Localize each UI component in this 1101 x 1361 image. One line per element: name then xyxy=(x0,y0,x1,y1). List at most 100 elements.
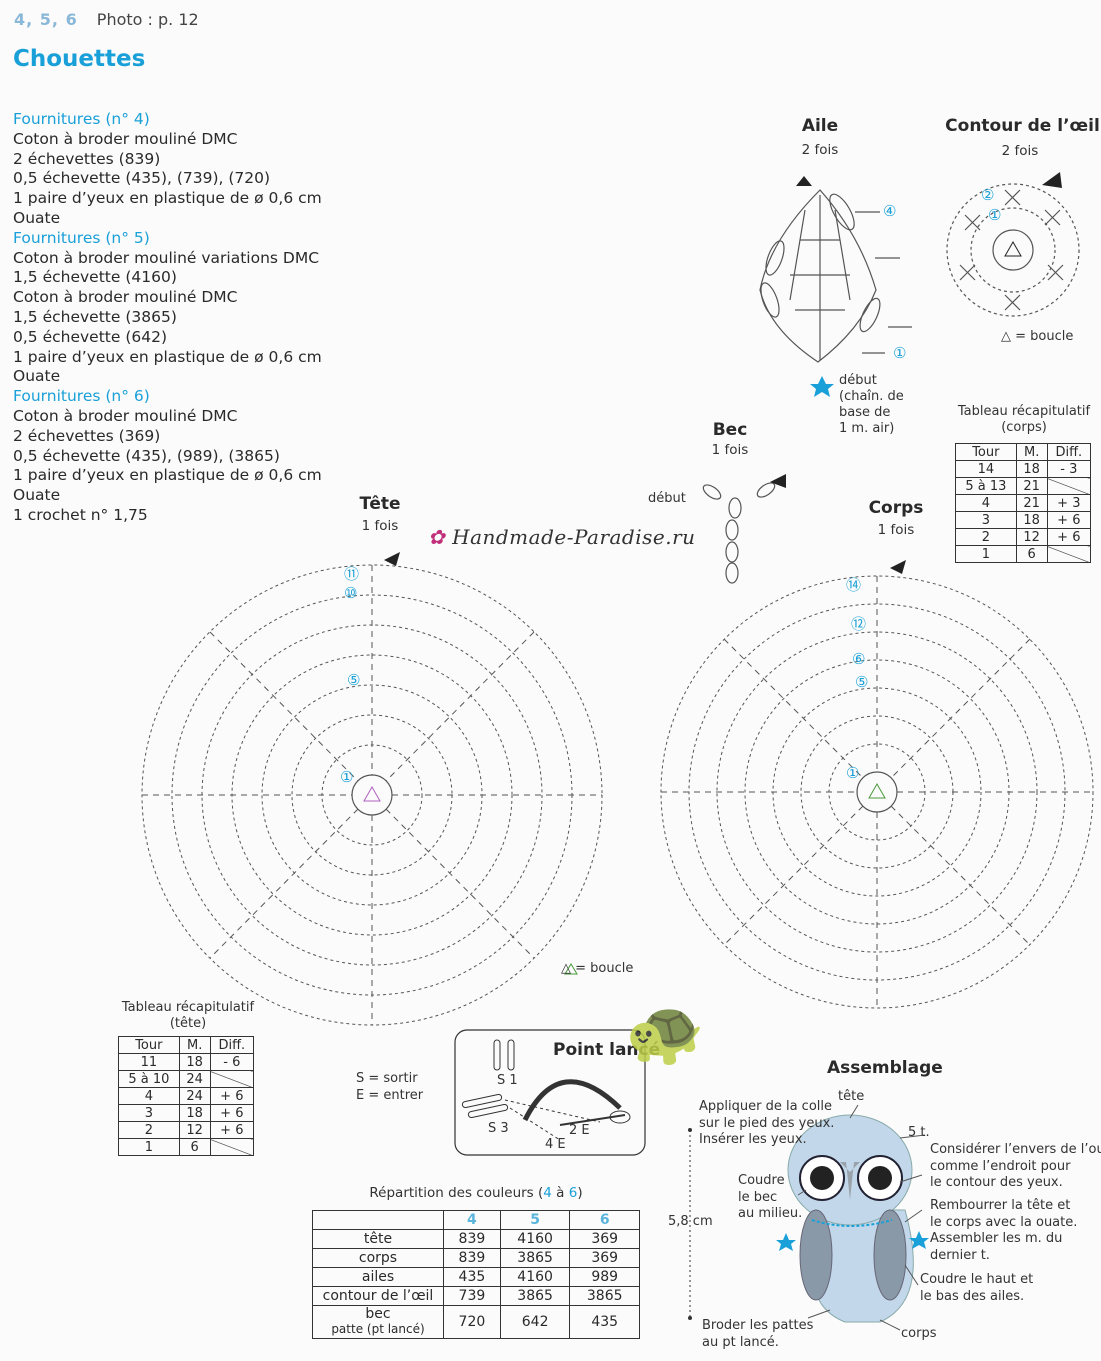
table-header-row: 4 5 6 xyxy=(312,1210,640,1230)
table-cell: 369 xyxy=(569,1229,640,1249)
beak-count: 1 fois xyxy=(711,442,749,458)
supply-line: 0,5 échevette (435), (739), (720) xyxy=(13,169,271,188)
supply-line: Coton à broder mouliné DMC xyxy=(13,129,238,148)
table-cell: 12 xyxy=(1015,528,1048,546)
colors-title: Répartition des couleurs (4 à 6) xyxy=(312,1185,640,1201)
supply-line: Ouate xyxy=(13,208,61,227)
table-cell: + 6 xyxy=(209,1121,255,1139)
head-title: Tête xyxy=(359,494,401,514)
table-cell: - 6 xyxy=(209,1053,255,1071)
supply-line: Coton à broder mouliné DMC xyxy=(13,288,238,307)
start-arrow-icon xyxy=(1042,172,1062,188)
table-cell: 989 xyxy=(569,1267,640,1287)
table-cell: 839 xyxy=(443,1248,501,1268)
round-marker: ⑤ xyxy=(855,673,869,691)
legend-line: E = entrer xyxy=(356,1088,424,1103)
watermark-text: Handmade-Paradise.ru xyxy=(452,525,696,549)
supply-line: Coton à broder mouliné DMC xyxy=(13,406,238,425)
supply-line: Ouate xyxy=(13,486,61,505)
note-line: comme l’endroit pour xyxy=(930,1158,1071,1174)
table-cell-empty xyxy=(209,1070,255,1088)
table-caption-sub: (tête) xyxy=(169,1016,207,1031)
note-line: 1 m. air) xyxy=(839,421,895,436)
wing-count: 2 fois xyxy=(801,142,839,158)
note-line: le contour des yeux. xyxy=(930,1175,1063,1190)
stitch-step-label: S 1 xyxy=(497,1073,518,1088)
stitch-legend: S = sortir E = entrer xyxy=(356,1070,423,1104)
colors-title-num: 4 xyxy=(543,1185,552,1201)
table-cell: 4 xyxy=(955,494,1017,512)
recap-body-title: Tableau récapitulatif (corps) xyxy=(955,404,1093,436)
note-line: au milieu. xyxy=(738,1206,803,1221)
supplies-title: Fournitures (n° 5) xyxy=(13,228,150,247)
table-cell: 18 xyxy=(178,1104,211,1122)
round-marker: ⑥ xyxy=(852,650,866,668)
wing-title: Aile xyxy=(801,116,839,136)
round-marker: ② xyxy=(981,186,995,204)
table-cell: contour de l’œil xyxy=(312,1286,444,1306)
supply-line: 0,5 échevette (435), (989), (3865) xyxy=(13,446,280,465)
table-cell: 6 xyxy=(178,1138,211,1156)
cell-line: bec xyxy=(365,1306,391,1322)
table-cell: 5 à 10 xyxy=(118,1070,180,1088)
column-header: M. xyxy=(1015,443,1048,461)
round-marker: ⑤ xyxy=(347,671,361,689)
table-cell: 4 xyxy=(118,1087,180,1105)
table-cell: + 6 xyxy=(209,1104,255,1122)
head-diagram xyxy=(141,564,603,1026)
head-count: 1 fois xyxy=(361,518,399,534)
table-cell: + 6 xyxy=(1046,528,1092,546)
table-cell: 369 xyxy=(569,1248,640,1268)
column-header xyxy=(312,1210,444,1230)
table-cell: 642 xyxy=(499,1305,571,1339)
start-arrow-icon xyxy=(890,560,906,574)
table-cell: 3 xyxy=(955,511,1017,529)
note-line: sur le pied des yeux. xyxy=(699,1115,835,1131)
table-cell: 18 xyxy=(178,1053,211,1071)
table-cell: 1 xyxy=(118,1138,180,1156)
stitch-step-label: 4 E xyxy=(545,1137,566,1152)
supply-line: 1,5 échevette (4160) xyxy=(13,268,177,287)
beak-diagram xyxy=(702,482,776,584)
photo-reference: Photo : p. 12 xyxy=(96,10,199,29)
table-cell: 3 xyxy=(118,1104,180,1122)
point-lance-diagram xyxy=(454,1029,646,1156)
table-cell: 2 xyxy=(955,528,1017,546)
table-cell: 6 xyxy=(1015,545,1048,563)
start-arrow-icon xyxy=(384,552,400,566)
table-cell: 14 xyxy=(955,460,1017,478)
round-marker: ⑩ xyxy=(344,584,358,602)
assembly-note-eyes: Appliquer de la colle sur le pied des ye… xyxy=(699,1099,834,1149)
supplies-group-6: Fournitures (n° 6) Coton à broder moulin… xyxy=(13,387,333,526)
eye-contour-title: Contour de l’œil xyxy=(945,116,1100,136)
note-line: Coudre le haut et xyxy=(920,1272,1034,1287)
boucle-triangle-icon xyxy=(363,785,381,802)
stitch-step-label: 2 E xyxy=(569,1123,590,1138)
note-line: Insérer les yeux. xyxy=(699,1132,807,1147)
watermark: ✿ Handmade-Paradise.ru xyxy=(428,525,696,549)
colors-title-num: 6 xyxy=(568,1185,578,1201)
round-marker: ① xyxy=(893,344,907,362)
supplies-group-5: Fournitures (n° 5) Coton à broder moulin… xyxy=(13,229,333,387)
note-line: (chaîn. de xyxy=(839,389,904,404)
boucle-triangle-icon xyxy=(564,963,578,975)
wing-diagram xyxy=(759,189,912,363)
note-line: Assembler les m. du xyxy=(930,1231,1063,1246)
start-arrow-icon xyxy=(770,474,786,488)
round-marker: ④ xyxy=(883,202,897,220)
column-header: Tour xyxy=(118,1036,180,1054)
assembly-body-label: corps xyxy=(901,1326,937,1341)
colors-title-text: ) xyxy=(577,1185,583,1201)
eye-contour-diagram xyxy=(946,183,1080,317)
note-line: Rembourrer la tête et xyxy=(930,1198,1071,1213)
point-lance-title: Point lancé xyxy=(553,1040,661,1060)
note-line: Broder les pattes xyxy=(702,1318,814,1333)
